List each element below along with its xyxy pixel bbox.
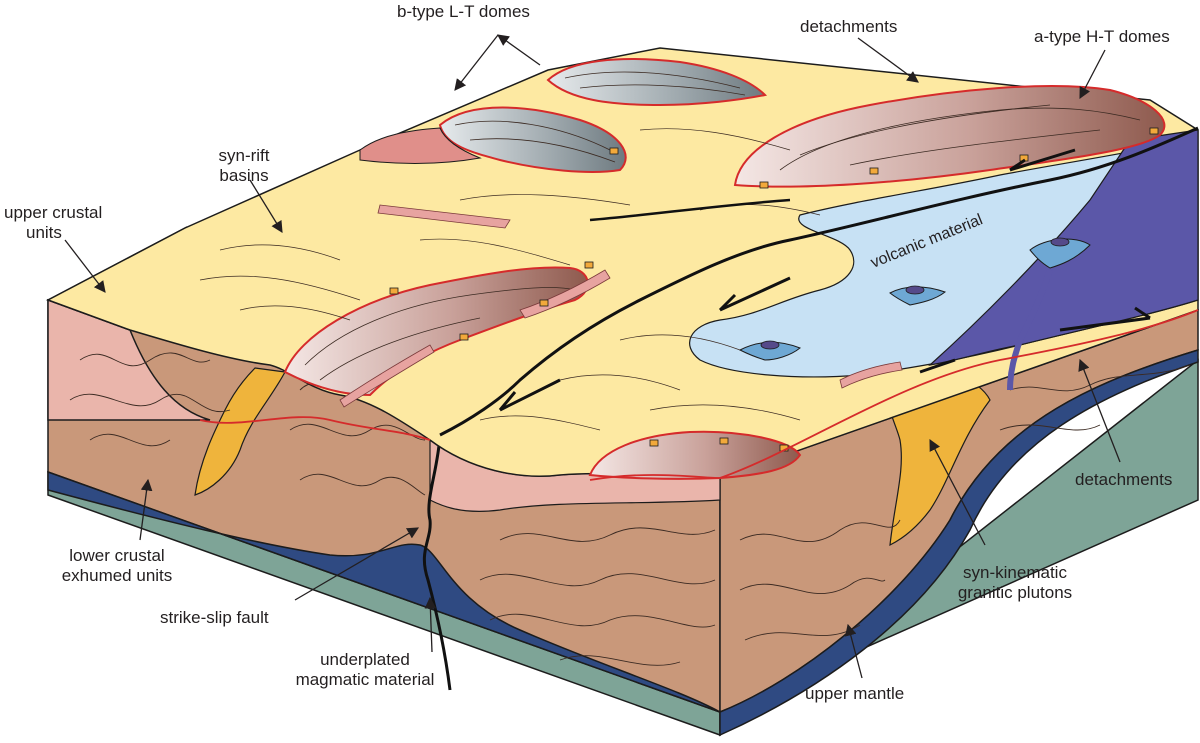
- central-dome: [283, 266, 589, 397]
- label-syn-rift-basins: syn-rift basins: [200, 146, 288, 186]
- label-strike-slip-fault: strike-slip fault: [160, 608, 269, 627]
- label-lower-crustal-line2: exhumed units: [61, 566, 173, 585]
- label-underplated-line2: magmatic material: [295, 670, 435, 689]
- feeder-dyke: [1007, 269, 1053, 391]
- label-underplated-line1: underplated: [320, 650, 410, 669]
- leader-arrows: [64, 34, 1121, 679]
- volcano-3-crater: [1050, 237, 1070, 247]
- label-upper-crustal-line1: upper crustal: [4, 203, 103, 222]
- a-type-ht-dome: [733, 85, 1166, 188]
- label-b-type-domes: b-type L-T domes: [397, 2, 530, 21]
- detachment-front-line: [199, 309, 1199, 481]
- label-a-type-domes: a-type H-T domes: [1034, 27, 1170, 46]
- shear-arrows: [498, 148, 1151, 412]
- surface-flow-lines: [199, 128, 821, 431]
- label-lower-crustal-units: lower crustal exhumed units: [52, 546, 182, 586]
- strike-slip-fault-top: [439, 126, 1199, 437]
- b-type-dome-lines: [454, 71, 746, 163]
- granitic-pluton-left: [194, 367, 286, 496]
- label-detachments-top: detachments: [800, 17, 898, 36]
- label-upper-crustal-units: upper crustal units: [4, 203, 102, 243]
- central-dome-lines: [304, 287, 576, 381]
- volcano-1-crater: [905, 285, 925, 295]
- label-syn-rift-line2: basins: [219, 166, 269, 185]
- underplated-magmatic-right: [719, 348, 1199, 737]
- fault-secondary: [589, 198, 791, 222]
- label-upper-mantle: upper mantle: [805, 684, 905, 703]
- label-lower-crustal-line1: lower crustal: [69, 546, 165, 565]
- label-syn-rift-line1: syn-rift: [218, 146, 270, 165]
- label-syn-kinematic-line1: syn-kinematic: [963, 563, 1067, 582]
- b-type-lt-dome-1: [546, 58, 768, 107]
- detachment-ticks: [389, 127, 1159, 452]
- upper-crust-front-left: [47, 298, 211, 421]
- fold-lines-front: [69, 352, 1191, 666]
- label-syn-kinematic-plutons: syn-kinematic granitic plutons: [945, 563, 1085, 603]
- strike-slip-fault-front: [422, 434, 452, 691]
- label-underplated-material: underplated magmatic material: [280, 650, 450, 690]
- label-detachments-right: detachments: [1075, 470, 1173, 489]
- label-syn-kinematic-line2: granitic plutons: [957, 583, 1073, 602]
- volcano-2-crater: [760, 340, 780, 350]
- underplated-magmatic-front: [47, 470, 721, 713]
- label-upper-crustal-line2: units: [26, 223, 62, 242]
- b-type-lt-dome-2: [438, 106, 627, 173]
- a-type-dome-lines: [779, 104, 1141, 171]
- upper-crust-sliver-top: [359, 127, 482, 165]
